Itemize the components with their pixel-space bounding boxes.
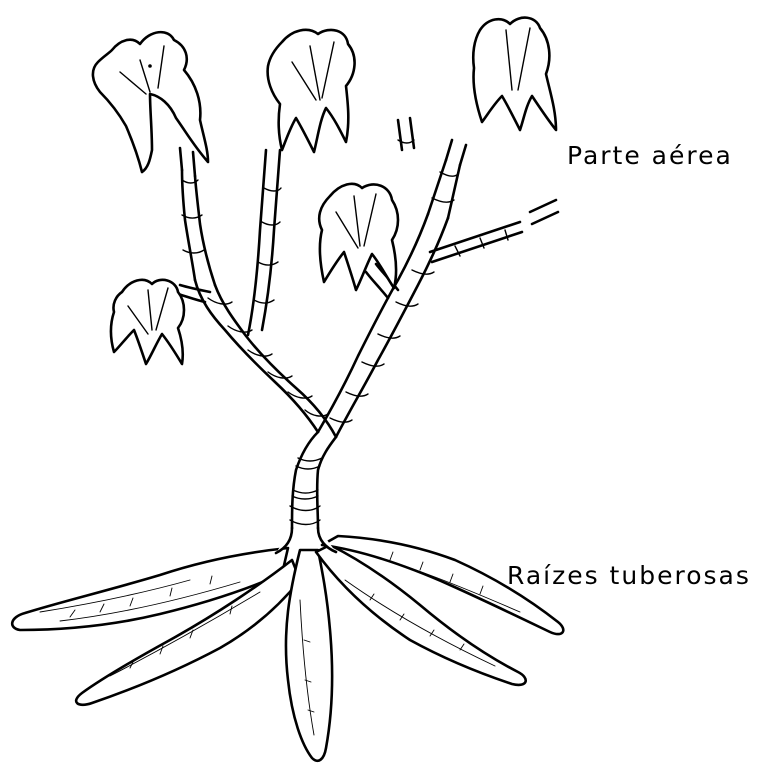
branch-left — [178, 148, 336, 437]
tuberous-roots — [12, 528, 563, 761]
leaf-top-left — [93, 32, 208, 172]
label-tuberous-roots: Raízes tuberosas — [507, 561, 751, 590]
main-stem — [290, 432, 336, 528]
leaf-top-right — [473, 18, 556, 130]
leaves — [93, 18, 556, 364]
root-center — [286, 550, 332, 761]
label-aerial-part: Parte aérea — [567, 141, 733, 170]
leaf-petiole-point — [148, 64, 152, 68]
leaf-lower-left — [111, 280, 184, 364]
